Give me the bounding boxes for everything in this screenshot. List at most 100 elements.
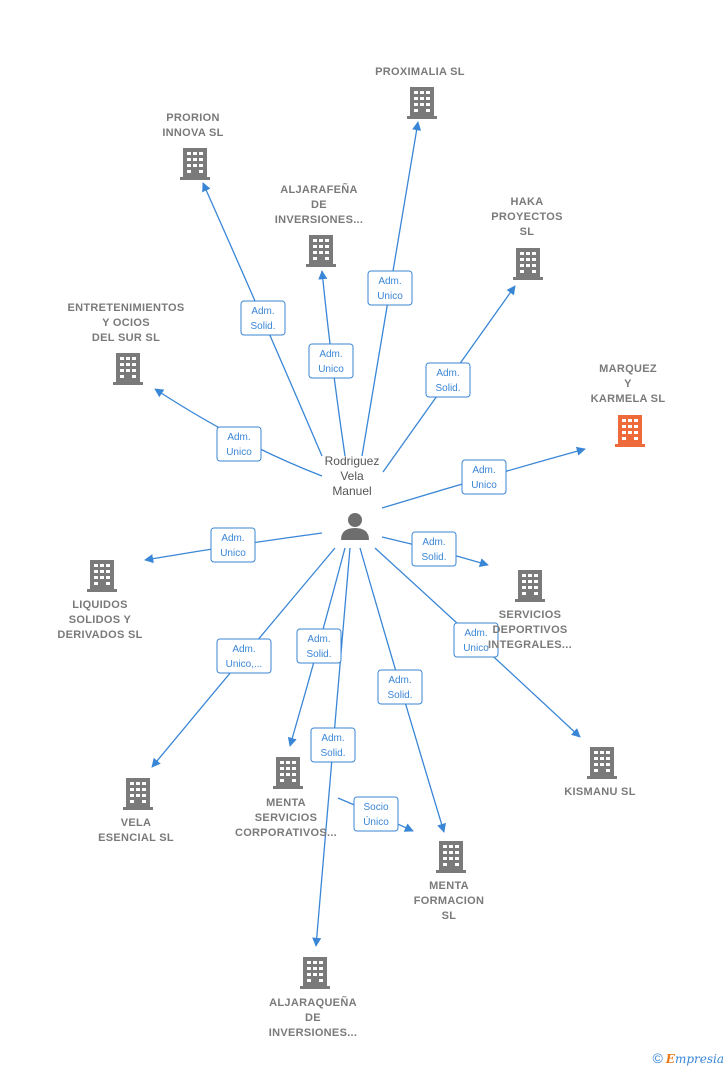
company-name-line[interactable]: SOLIDOS Y [69,614,132,626]
relation-text: Unico [463,643,489,654]
relation-text: Adm. [221,533,244,544]
relation-text: Adm. [436,368,459,379]
company-name-line[interactable]: DERIVADOS SL [57,629,142,641]
company-name-line[interactable]: INNOVA SL [162,127,223,139]
company-name-line[interactable]: PRORION [166,112,219,124]
relation-text: Unico [318,364,344,375]
company-name-line[interactable]: DE [311,199,327,211]
company-name-line[interactable]: Y OCIOS [102,317,150,329]
relation-label-marquez[interactable]: Adm.Unico [461,459,507,495]
relation-label-kismanu[interactable]: Adm. Unico [453,622,499,658]
building-icon[interactable] [273,757,303,789]
company-name-line[interactable]: DEPORTIVOS [492,624,567,636]
relation-text: Adm. [378,276,401,287]
company-name-line[interactable]: MARQUEZ [599,363,657,375]
relation-label-menta-formacion[interactable]: Adm.Solid. [377,669,423,705]
company-node-entretenimientos[interactable]: ENTRETENIMIENTOS Y OCIOS DEL SUR SL [67,302,184,385]
building-icon[interactable] [306,235,336,267]
company-node-aljaraquena[interactable]: ALJARAQUEÑA DE INVERSIONES... [269,957,358,1039]
relation-text: Unico [377,291,403,302]
company-node-proximalia[interactable]: PROXIMALIA SL [375,66,465,119]
company-name-line[interactable]: VELA [121,817,152,829]
company-name-line[interactable]: LIQUIDOS [72,599,128,611]
building-icon[interactable] [515,570,545,602]
relation-text: Adm. [472,465,495,476]
person-name-line[interactable]: Manuel [332,484,371,498]
relation-label-aljaraquena[interactable]: Adm. Solid. [310,727,356,763]
relation-text: Unico [226,447,252,458]
company-name-line[interactable]: SERVICIOS [255,812,317,824]
building-icon[interactable] [300,957,330,989]
company-name-line[interactable]: PROYECTOS [491,211,563,223]
building-icon[interactable] [180,148,210,180]
relation-label-aljarafena[interactable]: Adm.Unico [308,343,354,379]
relation-text: Solid. [421,552,446,563]
company-name-line[interactable]: ALJARAQUEÑA [269,996,357,1009]
relation-label-liquidos[interactable]: Adm. Unico [210,527,256,563]
company-node-aljarafena[interactable]: ALJARAFEÑA DE INVERSIONES... [275,183,364,267]
company-node-liquidos[interactable]: LIQUIDOS SOLIDOS Y DERIVADOS SL [57,560,142,641]
relation-text: Adm. [307,634,330,645]
company-name-line[interactable]: ALJARAFEÑA [280,183,358,196]
relation-label-servicios[interactable]: Adm. Solid. [411,531,457,567]
company-name-line[interactable]: MENTA [429,880,469,892]
company-name-line[interactable]: DE [305,1012,321,1024]
building-icon[interactable] [587,747,617,779]
company-name-line[interactable]: HAKA [511,196,544,208]
building-icon[interactable] [113,353,143,385]
company-name-line[interactable]: CORPORATIVOS... [235,827,337,839]
person-icon[interactable] [341,513,369,540]
relation-text: Adm. [321,733,344,744]
company-name-line[interactable]: INVERSIONES... [275,214,364,226]
relation-text: Solid. [387,690,412,701]
company-name-line[interactable]: INTEGRALES... [488,639,572,651]
relation-text: Solid. [435,383,460,394]
company-name-line[interactable]: KISMANU SL [564,786,635,798]
relation-text: Adm. [422,537,445,548]
relation-text: Unico [220,548,246,559]
relation-label-entretenimientos[interactable]: Adm. Unico [216,426,262,462]
building-icon[interactable] [123,778,153,810]
relation-text: Solid. [250,321,275,332]
company-name-line[interactable]: SL [442,910,457,922]
relation-label-prorion[interactable]: Adm.Solid. [240,300,286,336]
company-name-line[interactable]: SERVICIOS [499,609,561,621]
building-icon[interactable] [615,415,645,447]
relation-label-menta-servicios[interactable]: Adm. Solid. [296,628,342,664]
relation-label-proximalia[interactable]: Adm. Unico [367,270,413,306]
company-name-line[interactable]: INVERSIONES... [269,1027,358,1039]
company-node-menta-formacion[interactable]: MENTA FORMACION SL [414,841,485,922]
relation-text: Socio [363,802,388,813]
company-node-kismanu[interactable]: KISMANU SL [564,747,635,798]
company-name-line[interactable]: PROXIMALIA SL [375,66,465,78]
company-name-line[interactable]: ESENCIAL SL [98,832,174,844]
relation-label-vela[interactable]: Adm.Unico,... [216,638,272,674]
relation-text: Adm. [464,628,487,639]
company-name-line[interactable]: ENTRETENIMIENTOS [67,302,184,314]
company-name-line[interactable]: DEL SUR SL [92,332,160,344]
company-name-line[interactable]: KARMELA SL [591,393,666,405]
relation-text: Solid. [306,649,331,660]
company-name-line[interactable]: SL [520,226,535,238]
company-node-menta-servicios[interactable]: MENTA SERVICIOS CORPORATIVOS... [235,757,337,839]
relation-text: Solid. [320,748,345,759]
relation-text: Adm. [227,432,250,443]
building-icon[interactable] [87,560,117,592]
company-name-line[interactable]: FORMACION [414,895,485,907]
building-icon[interactable] [407,87,437,119]
person-name-line[interactable]: Vela [340,469,364,483]
building-icon[interactable] [436,841,466,873]
person-name-line[interactable]: Rodriguez [325,454,380,468]
company-node-servicios[interactable]: SERVICIOS DEPORTIVOS INTEGRALES... [488,570,572,651]
company-node-haka[interactable]: HAKA PROYECTOS SL [491,196,563,280]
building-icon[interactable] [513,248,543,280]
company-node-prorion[interactable]: PRORION INNOVA SL [162,112,223,180]
company-node-vela[interactable]: VELA ESENCIAL SL [98,778,174,844]
company-node-marquez[interactable]: MARQUEZ Y KARMELA SL [591,363,666,447]
company-name-line[interactable]: MENTA [266,797,306,809]
relation-label-haka[interactable]: Adm. Solid. [425,362,471,398]
company-name-line[interactable]: Y [624,378,632,390]
